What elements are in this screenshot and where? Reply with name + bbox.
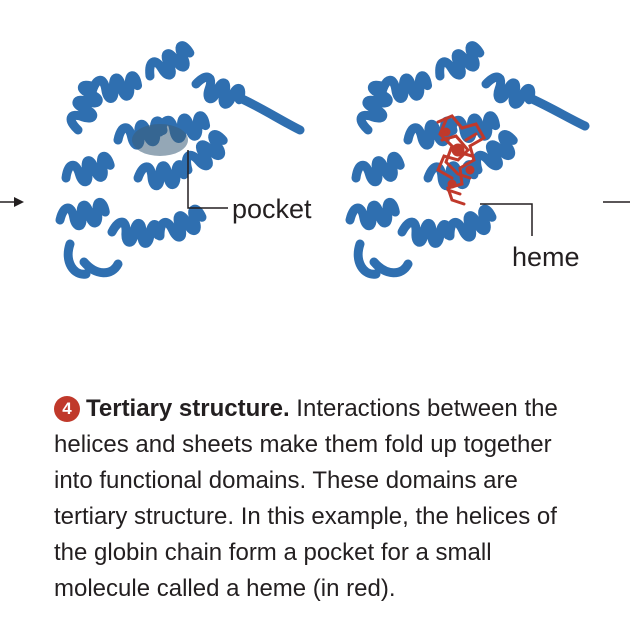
heme-leader-line bbox=[480, 203, 533, 236]
caption-body: Interactions between the helices and she… bbox=[54, 395, 558, 602]
heme-label: heme bbox=[512, 242, 580, 272]
caption-title: Tertiary structure. bbox=[86, 395, 290, 422]
tertiary-structure-figure bbox=[0, 0, 630, 279]
pocket-leader-line bbox=[187, 150, 228, 209]
pocket-cavity bbox=[132, 124, 188, 156]
heme-molecule bbox=[436, 114, 487, 206]
globin-chain-ribbon-with-heme bbox=[348, 44, 590, 279]
pocket-label: pocket bbox=[232, 194, 312, 224]
numbered-circle-icon: 4 bbox=[54, 396, 80, 422]
globin-chain-ribbon bbox=[58, 44, 305, 279]
arrow-right-icon bbox=[0, 197, 24, 207]
